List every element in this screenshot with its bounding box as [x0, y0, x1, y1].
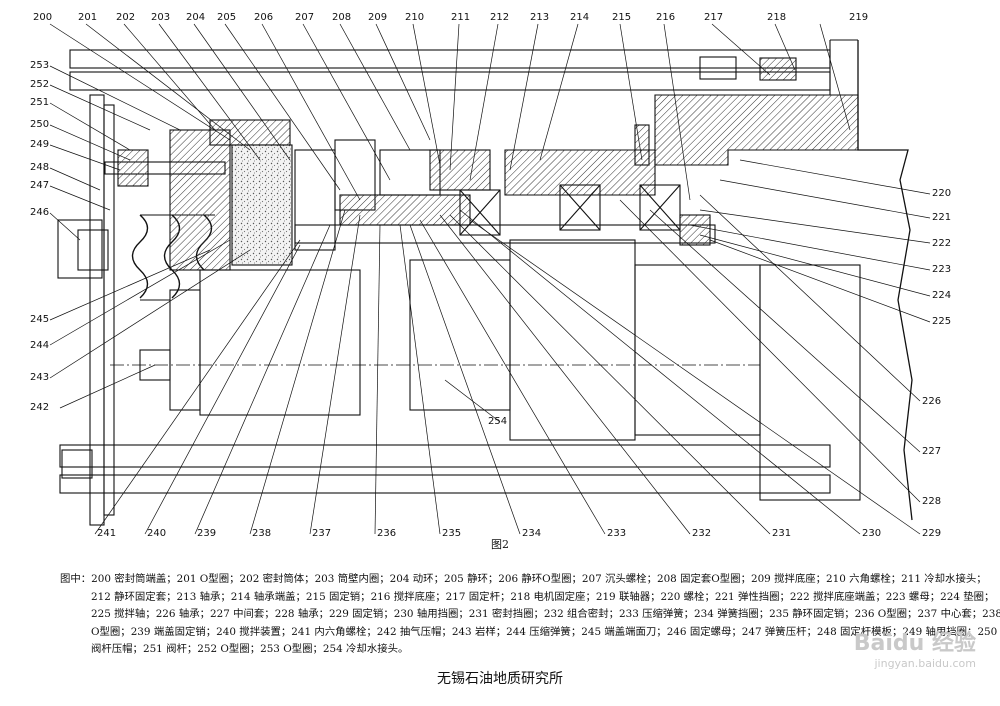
callout-234: 234	[522, 528, 542, 539]
callout-228: 228	[922, 496, 942, 507]
callout-246: 246	[30, 207, 50, 218]
callout-201: 201	[78, 12, 98, 23]
callout-253: 253	[30, 60, 50, 71]
motor-mount-housing	[654, 94, 859, 166]
callout-239: 239	[197, 528, 217, 539]
callout-200: 200	[33, 12, 53, 23]
callout-233: 233	[607, 528, 627, 539]
callout-241: 241	[97, 528, 117, 539]
callout-210: 210	[405, 12, 425, 23]
callout-205: 205	[217, 12, 237, 23]
callout-217: 217	[704, 12, 724, 23]
callout-235: 235	[442, 528, 462, 539]
callout-202: 202	[116, 12, 136, 23]
callout-238: 238	[252, 528, 272, 539]
callout-242: 242	[30, 402, 50, 413]
callout-206: 206	[254, 12, 274, 23]
callout-249: 249	[30, 139, 50, 150]
callout-204: 204	[186, 12, 206, 23]
callout-211: 211	[451, 12, 471, 23]
callout-250: 250	[30, 119, 50, 130]
callout-216: 216	[656, 12, 676, 23]
callout-223: 223	[932, 264, 952, 275]
callout-218: 218	[767, 12, 787, 23]
callout-212: 212	[490, 12, 510, 23]
callout-251: 251	[30, 97, 50, 108]
callout-215: 215	[612, 12, 632, 23]
organization-name: 无锡石油地质研究所	[437, 671, 563, 687]
figure-label: 图2	[491, 538, 509, 551]
callout-231: 231	[772, 528, 792, 539]
watermark-brand: Baidu 经验	[853, 631, 976, 656]
callout-247: 247	[30, 180, 50, 191]
callout-237: 237	[312, 528, 332, 539]
assembly-drawing	[49, 23, 931, 535]
callout-254: 254	[488, 416, 508, 427]
watermark: Baidu 经验 jingyan.baidu.com	[854, 625, 976, 670]
callout-226: 226	[922, 396, 942, 407]
callout-207: 207	[295, 12, 315, 23]
callout-232: 232	[692, 528, 712, 539]
callout-222: 222	[932, 238, 952, 249]
callout-220: 220	[932, 188, 952, 199]
callout-227: 227	[922, 446, 942, 457]
callout-219: 219	[849, 12, 869, 23]
callout-248: 248	[30, 162, 50, 173]
callout-240: 240	[147, 528, 167, 539]
callout-230: 230	[862, 528, 882, 539]
callout-221: 221	[932, 212, 952, 223]
callout-252: 252	[30, 79, 50, 90]
callout-203: 203	[151, 12, 171, 23]
callout-214: 214	[570, 12, 590, 23]
parts-legend: 图中：200 密封筒端盖；201 O型圈；202 密封筒体；203 筒壁内圈；2…	[60, 573, 1000, 656]
callout-225: 225	[932, 316, 952, 327]
callout-236: 236	[377, 528, 397, 539]
callout-229: 229	[922, 528, 942, 539]
callout-209: 209	[368, 12, 388, 23]
callout-245: 245	[30, 314, 50, 325]
callout-224: 224	[932, 290, 952, 301]
callout-213: 213	[530, 12, 550, 23]
callout-208: 208	[332, 12, 352, 23]
watermark-url: jingyan.baidu.com	[874, 657, 976, 670]
callout-243: 243	[30, 372, 50, 383]
callout-244: 244	[30, 340, 50, 351]
